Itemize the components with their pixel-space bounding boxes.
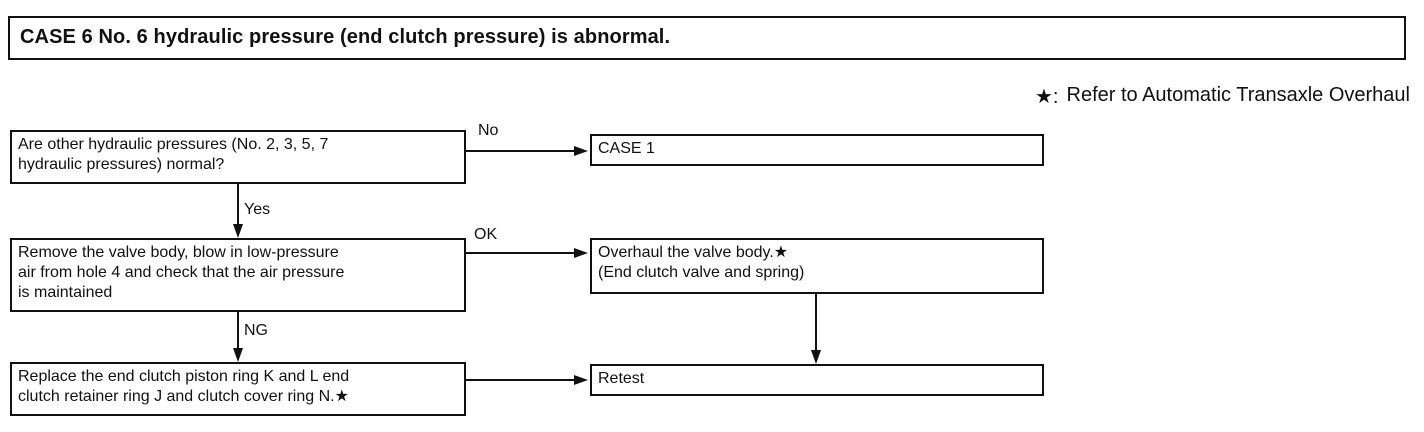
result-retest: Retest bbox=[590, 364, 1044, 396]
case-title: CASE 6 No. 6 hydraulic pressure (end clu… bbox=[20, 26, 671, 48]
reference-note-text: Refer to Automatic Transaxle Overhaul bbox=[1066, 84, 1411, 106]
step-check-other-pressures: Are other hydraulic pressures (No. 2, 3,… bbox=[10, 130, 466, 184]
arrowhead-yes bbox=[233, 224, 243, 238]
step-air-pressure-check: Remove the valve body, blow in low-press… bbox=[10, 238, 466, 312]
result-case-1: CASE 1 bbox=[590, 134, 1044, 166]
arrowhead-overhaul-to-retest bbox=[811, 350, 821, 364]
step-replace-rings: Replace the end clutch piston ring K and… bbox=[10, 362, 466, 416]
label-yes: Yes bbox=[244, 201, 271, 218]
reference-note: ★: Refer to Automatic Transaxle Overhaul bbox=[1035, 84, 1410, 109]
result-overhaul-valve-body: Overhaul the valve body.★ (End clutch va… bbox=[590, 238, 1044, 294]
arrowhead-ng bbox=[233, 348, 243, 362]
star-symbol: ★: bbox=[1035, 86, 1059, 108]
arrowhead-retest bbox=[574, 375, 588, 385]
label-ng: NG bbox=[244, 322, 268, 339]
arrowhead-ok bbox=[574, 248, 588, 258]
label-ok: OK bbox=[474, 226, 498, 243]
case-title-box: CASE 6 No. 6 hydraulic pressure (end clu… bbox=[8, 16, 1406, 60]
label-no: No bbox=[478, 122, 499, 139]
arrowhead-no bbox=[574, 146, 588, 156]
